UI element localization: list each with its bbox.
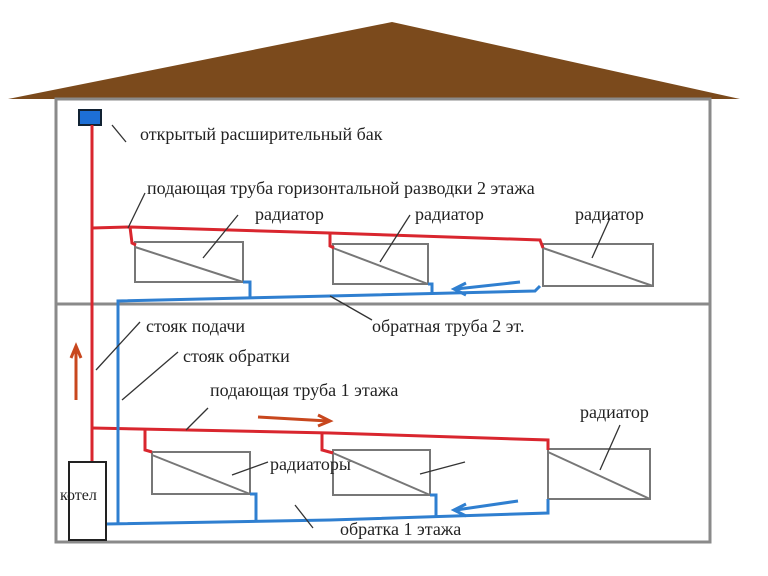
- label-radiator-1c: радиатор: [580, 402, 649, 422]
- supply-up-arrow-icon: [69, 342, 83, 400]
- roof: [8, 22, 740, 99]
- label-radiator-2a: радиатор: [255, 204, 324, 224]
- label-tank: открытый расширительный бак: [140, 124, 383, 144]
- label-radiators-1: радиаторы: [270, 454, 351, 474]
- label-supply-floor1: подающая труба 1 этажа: [210, 380, 398, 400]
- radiators-floor1: [151, 448, 651, 500]
- leader-lines: [95, 124, 621, 529]
- label-radiator-2c: радиатор: [575, 204, 644, 224]
- house-walls: [54, 97, 712, 544]
- radiators-floor2: [134, 241, 654, 287]
- return-left-arrow-icon-floor2: [450, 280, 521, 297]
- expansion-tank-icon: [78, 109, 102, 126]
- label-radiator-2b: радиатор: [415, 204, 484, 224]
- label-supply-floor2: подающая труба горизонтальной разводки 2…: [147, 178, 535, 198]
- supply-pipes: [90, 125, 550, 462]
- boiler: [68, 461, 107, 541]
- return-left-arrow-icon-floor1: [450, 499, 519, 518]
- label-return-floor1: обратка 1 этажа: [340, 519, 461, 539]
- label-return-riser: стояк обратки: [183, 346, 290, 366]
- label-boiler: котел: [60, 487, 97, 504]
- supply-right-arrow-icon: [257, 413, 334, 428]
- label-return-floor2: обратная труба 2 эт.: [372, 316, 524, 336]
- label-supply-riser: стояк подачи: [146, 316, 245, 336]
